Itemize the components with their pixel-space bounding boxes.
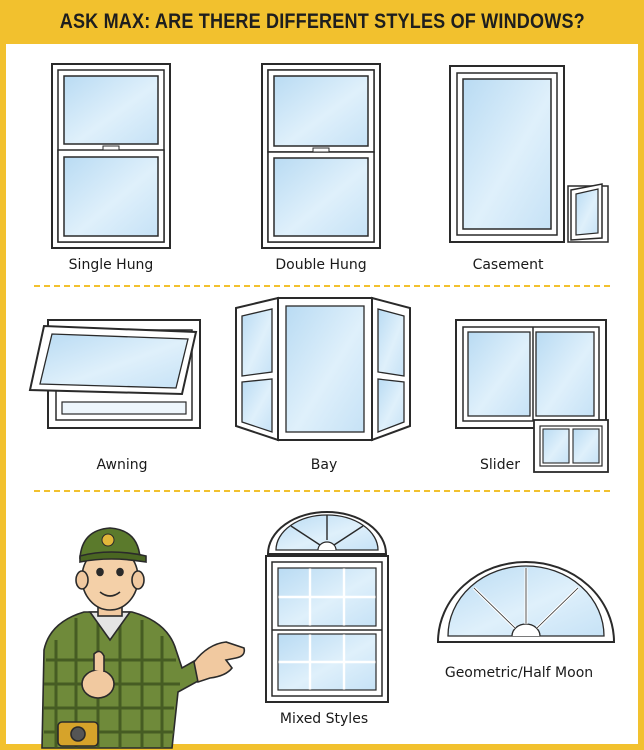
double-hung-window-icon (261, 63, 381, 249)
row-divider-1 (34, 285, 610, 287)
slider-window-icon (455, 319, 609, 473)
label-casement: Casement (472, 257, 544, 273)
label-single-hung: Single Hung (68, 257, 154, 273)
label-awning: Awning (96, 457, 148, 473)
row-divider-2 (34, 490, 610, 492)
mixed-styles-window-icon (265, 511, 389, 703)
title-banner: ASK MAX: ARE THERE DIFFERENT STYLES OF W… (0, 0, 644, 44)
bay-window-icon (235, 296, 411, 442)
awning-window-icon (28, 319, 201, 429)
single-hung-window-icon (51, 63, 171, 249)
label-mixed-styles: Mixed Styles (279, 711, 369, 727)
handyman-max-icon (41, 527, 246, 749)
half-moon-window-icon (436, 561, 616, 643)
label-slider: Slider (480, 457, 520, 473)
label-geometric-half-moon: Geometric/Half Moon (444, 665, 594, 681)
page-title: ASK MAX: ARE THERE DIFFERENT STYLES OF W… (59, 10, 585, 33)
label-bay: Bay (310, 457, 338, 473)
casement-window-icon (449, 65, 609, 243)
label-double-hung: Double Hung (275, 257, 367, 273)
